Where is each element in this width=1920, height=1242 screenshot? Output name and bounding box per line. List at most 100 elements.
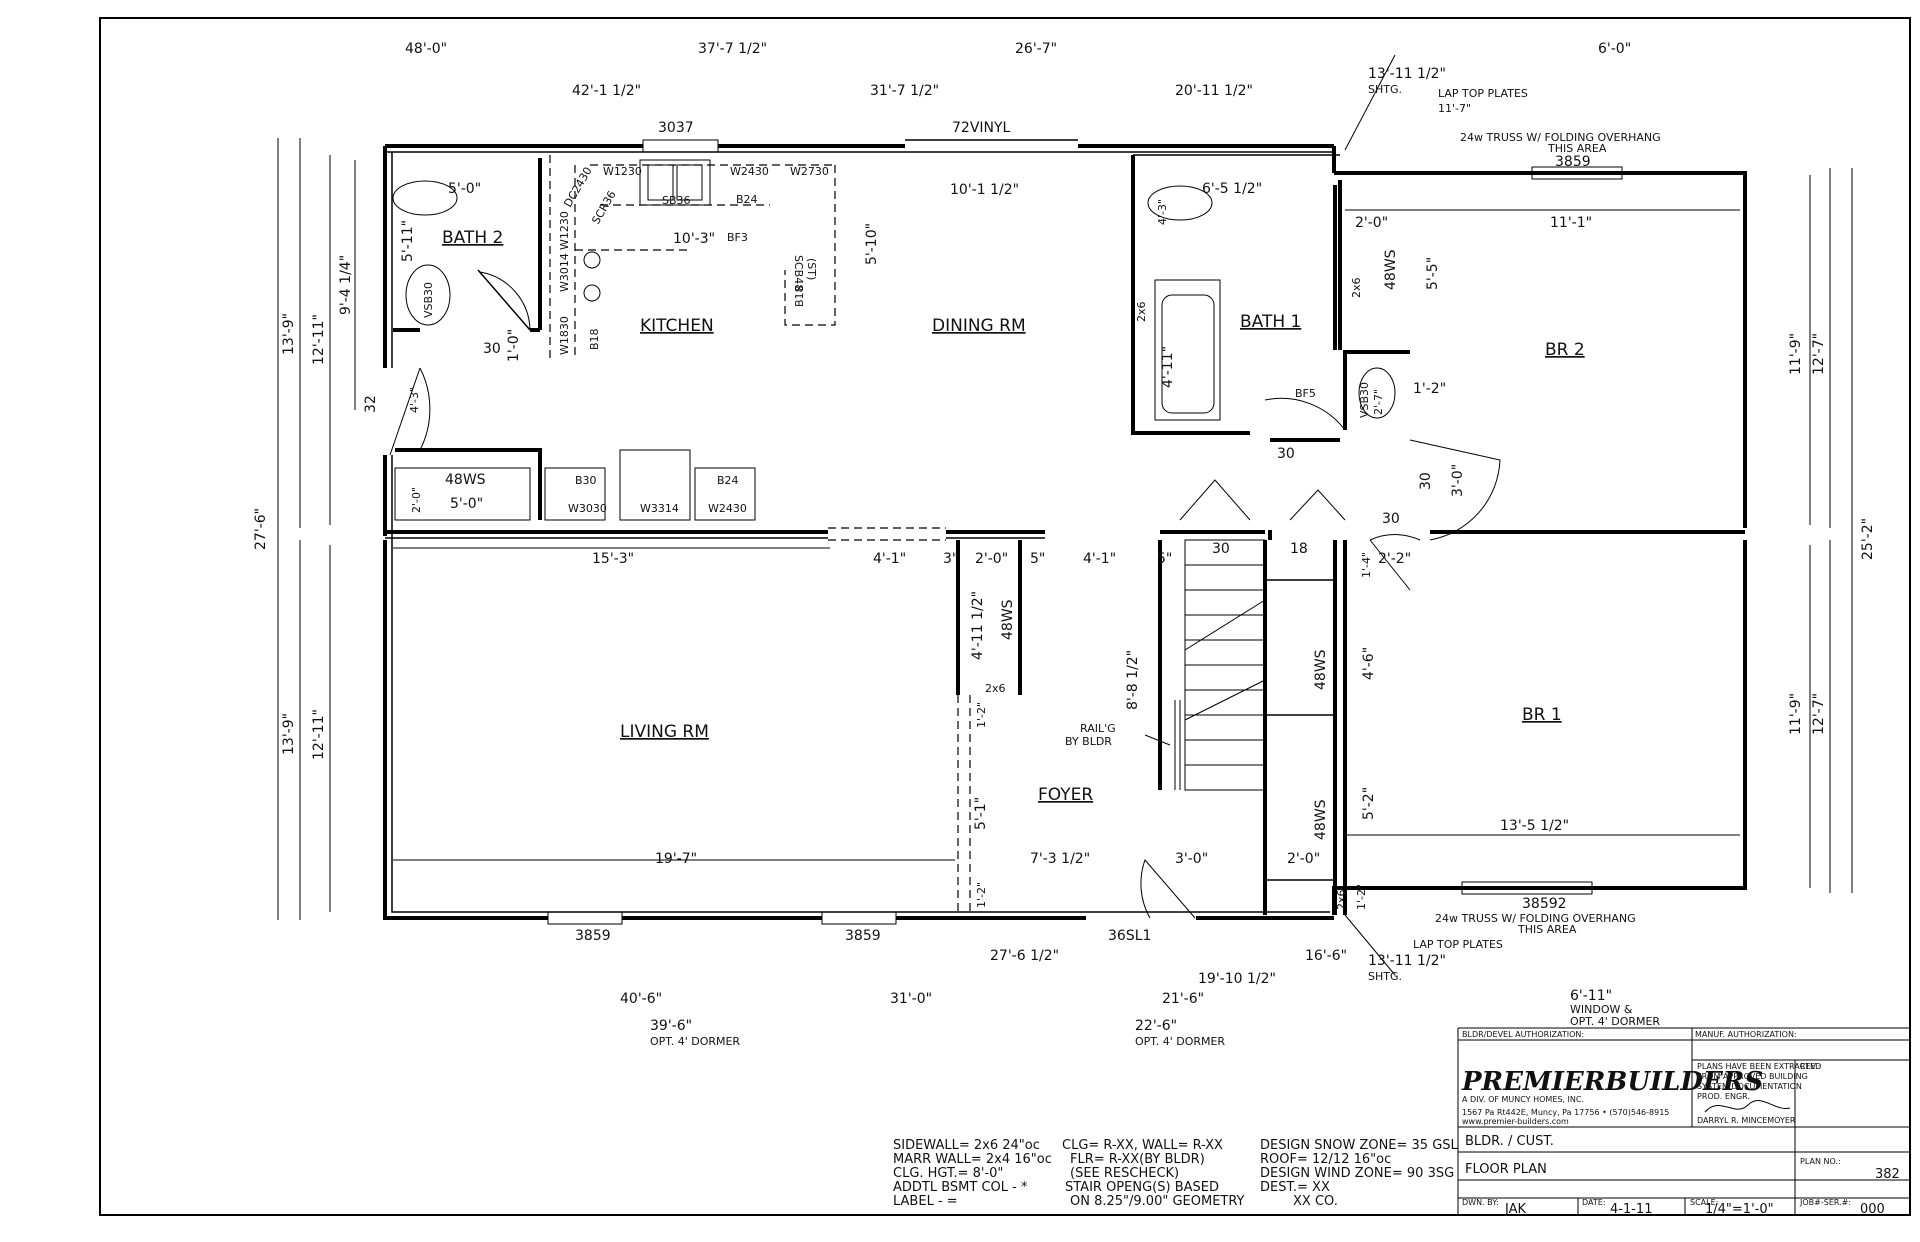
dim-right-25ft: 25'-2" <box>1860 518 1876 560</box>
label: 13'-5 1/2" <box>1500 818 1569 834</box>
dim-bottom-19ft: 19'-10 1/2" <box>1198 971 1276 987</box>
label: VSB30 <box>1358 382 1371 418</box>
spec-line: CLG= R-XX, WALL= R-XX <box>1062 1138 1223 1153</box>
dim-top-31ft: 31'-7 1/2" <box>870 83 939 99</box>
dim-top-6ft: 6'-0" <box>1598 41 1631 57</box>
plan-no-label: PLAN NO.: <box>1800 1157 1841 1166</box>
truss-note-bottom: 24w TRUSS W/ FOLDING OVERHANG <box>1435 912 1636 925</box>
dormer-note-right: OPT. 4' DORMER <box>1135 1035 1225 1048</box>
plans-note-line: FROM APPROVED BUILDING <box>1697 1072 1808 1081</box>
label: 19'-7" <box>655 851 697 867</box>
room-dining: DINING RM <box>932 316 1026 336</box>
this-area-top: THIS AREA <box>1547 142 1607 155</box>
dim-top-26ft: 26'-7" <box>1015 41 1057 57</box>
label: 10'-3" <box>673 231 715 247</box>
stairs <box>1174 539 1266 791</box>
spec-line: ON 8.25"/9.00" GEOMETRY <box>1070 1194 1245 1209</box>
label: 30 <box>1418 472 1434 490</box>
label: SCR36 <box>589 189 618 227</box>
label: 48WS <box>445 472 486 488</box>
label: 30 <box>1382 511 1400 527</box>
label: 2'-0" <box>1355 215 1388 231</box>
label: 8'-8 1/2" <box>1125 650 1141 710</box>
spec-line: DESIGN SNOW ZONE= 35 GSL <box>1260 1138 1459 1153</box>
engineer-signature <box>1704 1100 1791 1113</box>
spec-line: (SEE RESCHECK) <box>1070 1166 1179 1181</box>
label: 11'-1" <box>1550 215 1592 231</box>
dwn-by: JAK <box>1504 1202 1526 1217</box>
dim-right-12ft-lower: 12'-7" <box>1811 693 1827 735</box>
shtg-dim-bottom: 13'-11 1/2" <box>1368 953 1446 969</box>
label: 2x6 <box>985 682 1006 695</box>
dims-right: 25'-2" 12'-7" 12'-7" 11'-9" 11'-9" <box>1788 333 1876 735</box>
structural-notes: 13'-11 1/2" SHTG. LAP TOP PLATES 11'-7" … <box>1065 66 1661 1028</box>
title-block: BLDR/DEVEL AUTHORIZATION: MANUF. AUTHORI… <box>1457 1027 1910 1217</box>
label: 1'-2" <box>1413 381 1446 397</box>
label: 10'-1 1/2" <box>950 182 1019 198</box>
date-label: DATE: <box>1582 1198 1606 1207</box>
spec-line: DEST.= XX <box>1260 1180 1330 1195</box>
label: 30 <box>1212 541 1230 557</box>
lap-dim-top: 11'-7" <box>1438 102 1471 115</box>
label: 4'-3" <box>408 387 421 413</box>
room-foyer: FOYER <box>1038 785 1093 805</box>
label: W1830 <box>558 316 571 355</box>
label: B24 <box>717 474 739 487</box>
label: 5'-11" <box>400 220 416 262</box>
label: 4'-11 1/2" <box>970 591 986 660</box>
label: 48WS <box>1000 599 1016 640</box>
dimension-lines <box>277 54 1853 976</box>
label: 48WS <box>1313 799 1329 840</box>
spec-line: ADDTL BSMT COL - * <box>893 1180 1028 1195</box>
spec-line: XX CO. <box>1293 1194 1338 1209</box>
spec-line: SIDEWALL= 2x6 24"oc <box>893 1138 1040 1153</box>
rail-note: RAIL'G <box>1080 722 1116 735</box>
room-br1: BR 1 <box>1522 705 1562 725</box>
dormer-note-left: OPT. 4' DORMER <box>650 1035 740 1048</box>
manuf-auth-label: MANUF. AUTHORIZATION: <box>1695 1030 1797 1039</box>
dims-bottom: 27'-6 1/2" 19'-10 1/2" 16'-6" 40'-6" 31'… <box>620 948 1347 1048</box>
bldr-cust: BLDR. / CUST. <box>1465 1134 1554 1149</box>
label: W3014 <box>558 253 571 292</box>
dims-top: 48'-0" 37'-7 1/2" 26'-7" 6'-0" 42'-1 1/2… <box>405 41 1631 99</box>
interior-labels: 5'-0" 5'-11" VSB30 30 1'-0" W1830 B18 W3… <box>363 165 1592 910</box>
label: 4'-3" <box>1156 199 1169 225</box>
room-living: LIVING RM <box>620 722 709 742</box>
engineer-name: DARRYL R. MINCEMOYER <box>1697 1116 1796 1125</box>
label: 5'-0" <box>448 181 481 197</box>
label: BF5 <box>1295 387 1316 400</box>
door-tag-front: 36SL1 <box>1108 928 1151 944</box>
company-web: www.premier-builders.com <box>1462 1117 1569 1126</box>
shtg-bottom: SHTG. <box>1368 970 1402 983</box>
spec-line: ROOF= 12/12 16"oc <box>1260 1152 1391 1167</box>
label: (ST) <box>805 258 818 280</box>
label: 2x6 <box>1350 277 1363 298</box>
truss-note-top: 24w TRUSS W/ FOLDING OVERHANG <box>1460 131 1661 144</box>
label: 7'-3 1/2" <box>1030 851 1090 867</box>
job-ser-label: JOB#-SER.#: <box>1799 1198 1851 1207</box>
dim-left-13ft-upper: 13'-9" <box>281 313 297 355</box>
label: 2x6 <box>1135 301 1148 322</box>
label: 1'-4" <box>1360 552 1373 578</box>
dim-top-37ft: 37'-7 1/2" <box>698 41 767 57</box>
interior-walls <box>385 154 1745 918</box>
spec-line: MARR WALL= 2x4 16"oc <box>893 1152 1052 1167</box>
label: 2'-0" <box>975 551 1008 567</box>
dim-left-13ft-lower: 13'-9" <box>281 713 297 755</box>
label: W3030 <box>568 502 607 515</box>
window-tag-br2: 3859 <box>1555 154 1591 170</box>
plans-note-line: SYSTEM DOCUMENTATION <box>1697 1082 1802 1091</box>
dim-bottom-40ft: 40'-6" <box>620 991 662 1007</box>
label: SCB48 <box>792 255 805 291</box>
label: 48WS <box>1313 649 1329 690</box>
label: 3'-0" <box>1175 851 1208 867</box>
label: 2x6 <box>1335 889 1348 910</box>
dim-left-27ft: 27'-6" <box>253 508 269 550</box>
label: 3'-0" <box>1450 464 1466 497</box>
label: 2'-0" <box>1287 851 1320 867</box>
scale: 1/4"=1'-0" <box>1705 1202 1774 1217</box>
floor-plan-title: FLOOR PLAN <box>1465 1162 1547 1177</box>
plumbing-fixtures <box>392 180 1396 421</box>
window-tags: 3037 72VINYL 3859 38592 3859 3859 36SL1 <box>575 120 1591 944</box>
